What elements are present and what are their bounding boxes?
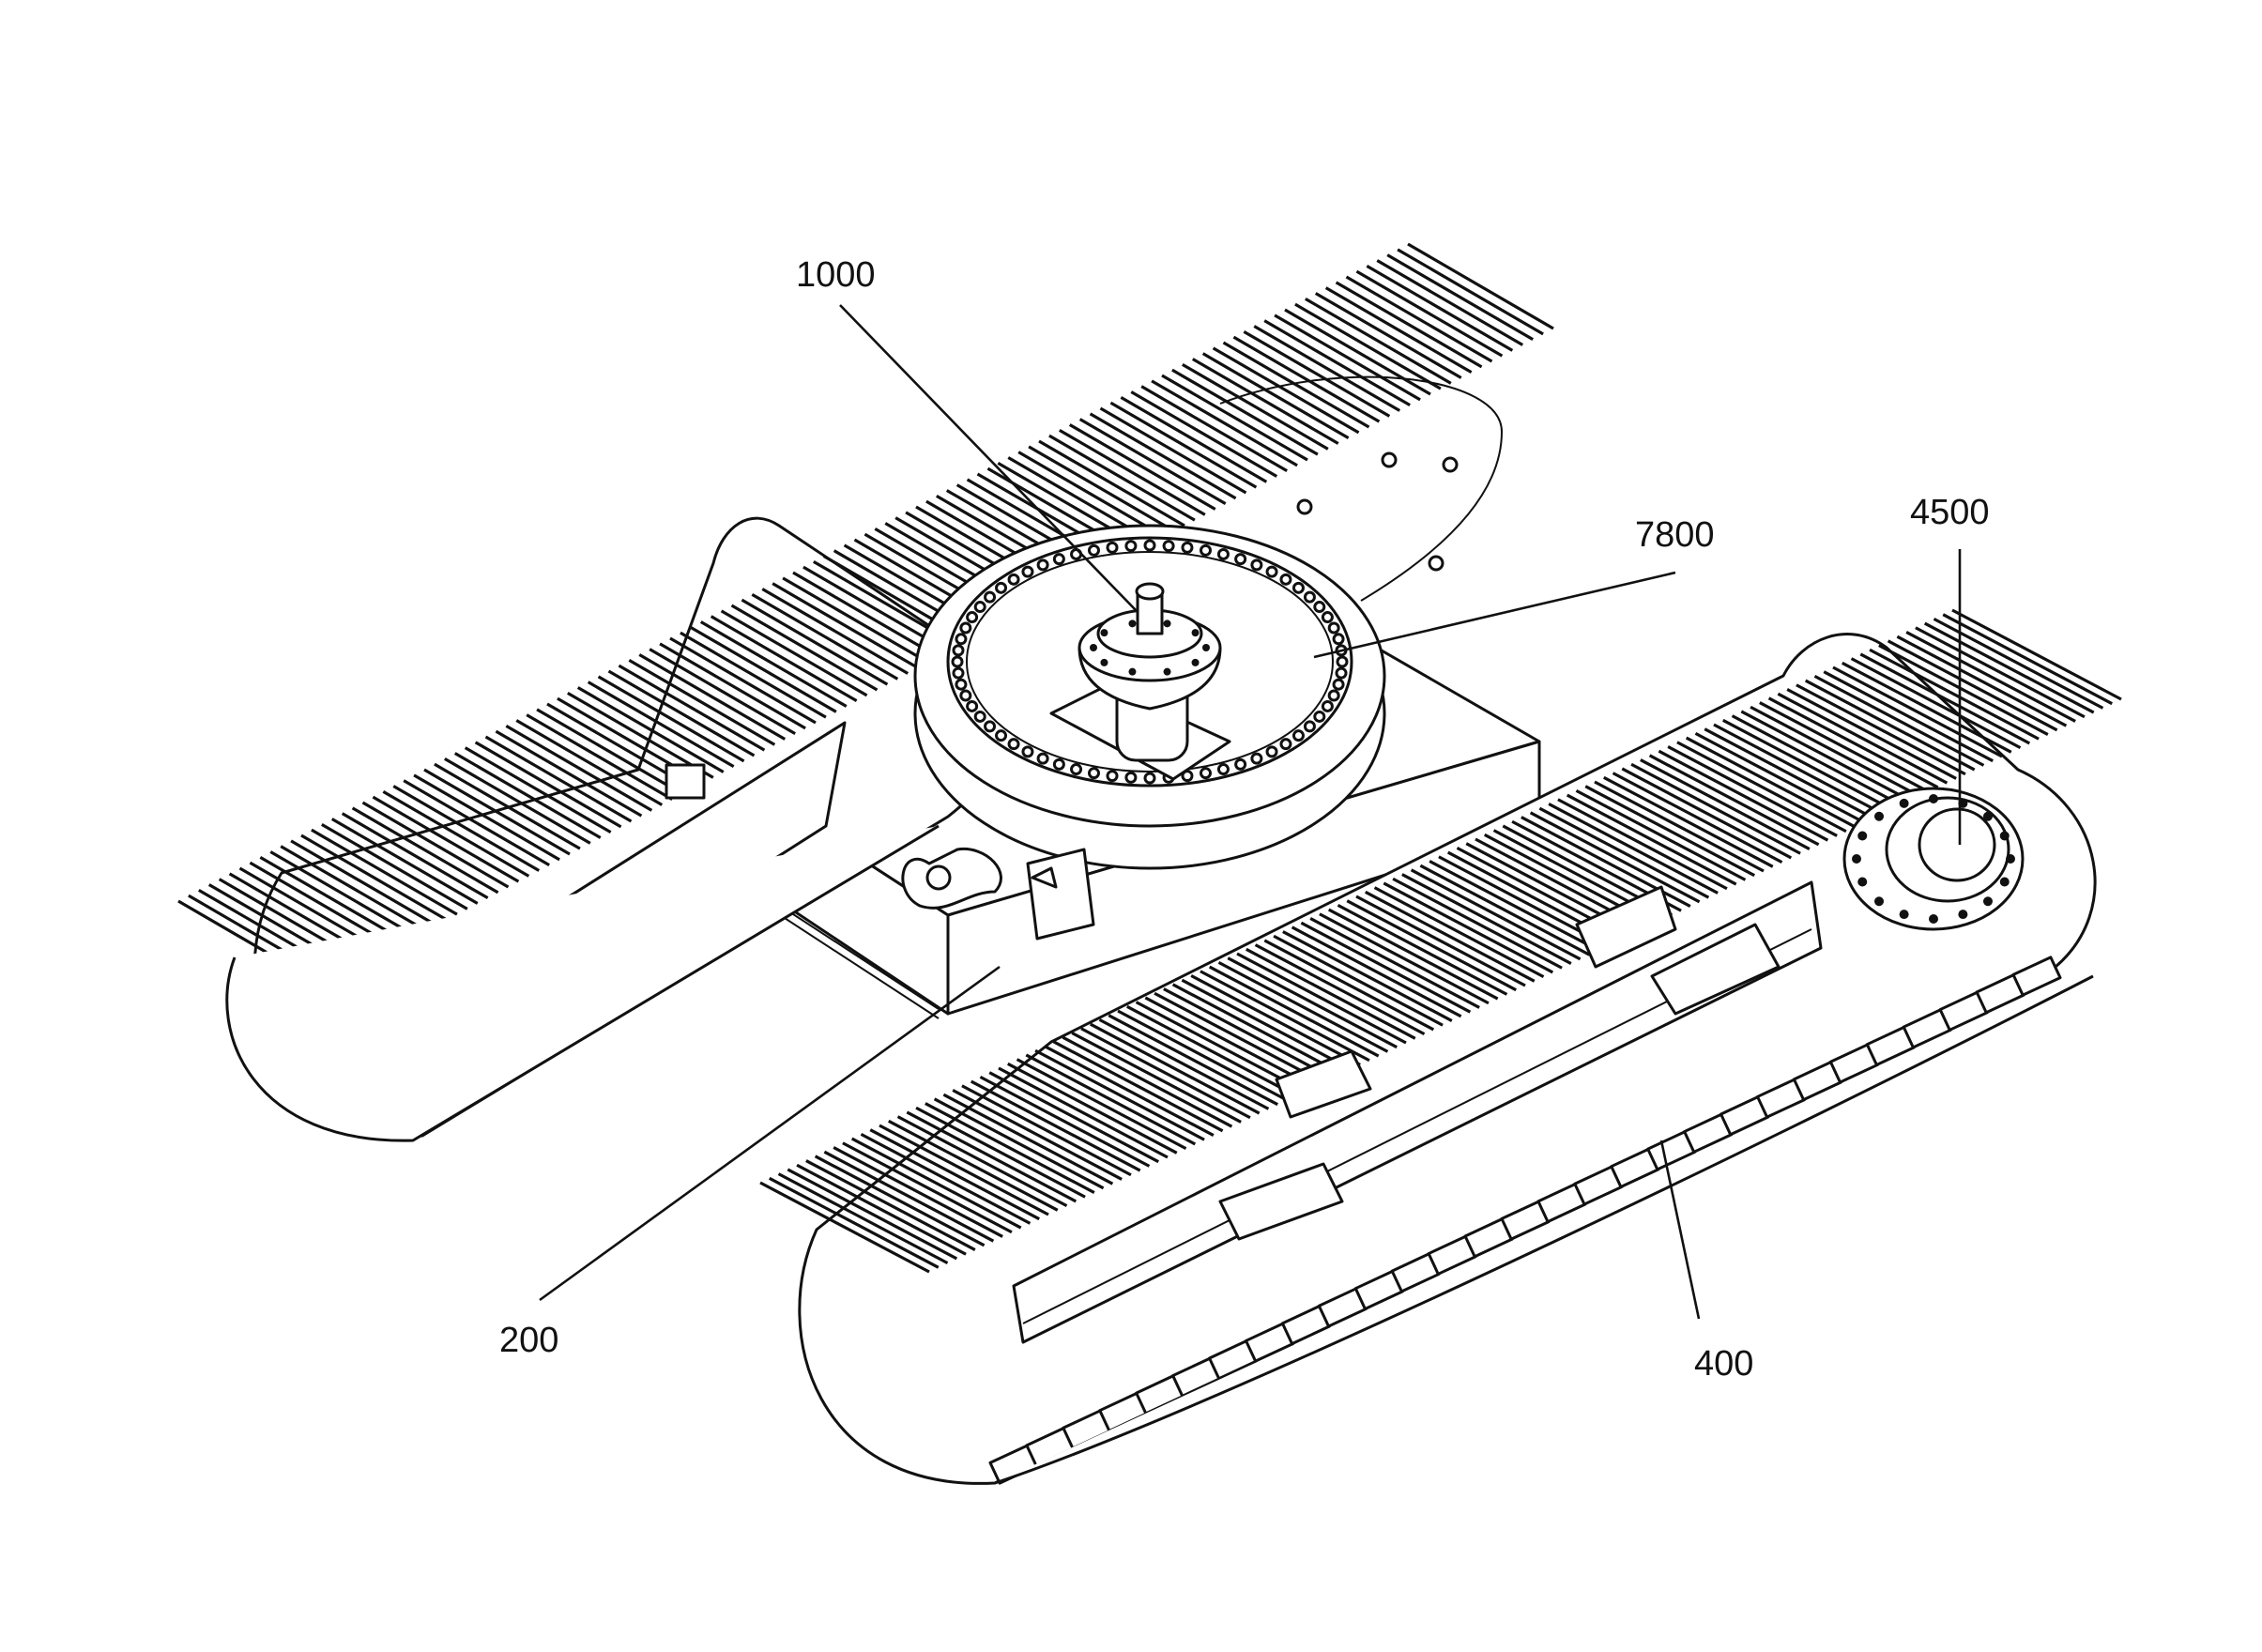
towing-hook [665, 763, 1095, 941]
label-1000: 1000 [796, 255, 876, 295]
leader-7800 [1313, 571, 1676, 659]
rear-crawler-track [177, 242, 1554, 1142]
label-200: 200 [499, 1321, 558, 1360]
front-track-shoes-bottom [988, 956, 2062, 1485]
rear-track-treads [177, 242, 1554, 987]
label-4500: 4500 [1910, 493, 1990, 532]
leader-lines [539, 304, 1962, 1320]
leader-1000 [839, 304, 1137, 611]
front-track-treads [759, 608, 2122, 1274]
front-crawler-track [759, 608, 2122, 1485]
leader-200 [539, 965, 1001, 1302]
rear-idler-bolts [1296, 451, 1459, 572]
leader-400 [1659, 1140, 1701, 1320]
reference-numerals: 1000 7800 4500 200 400 [499, 255, 1990, 1384]
center-swivel-joint [1049, 582, 1231, 781]
bearing-gear-teeth [951, 539, 1349, 785]
label-400: 400 [1694, 1344, 1753, 1384]
label-7800: 7800 [1635, 515, 1715, 555]
travel-drive-motor [1842, 787, 2025, 931]
